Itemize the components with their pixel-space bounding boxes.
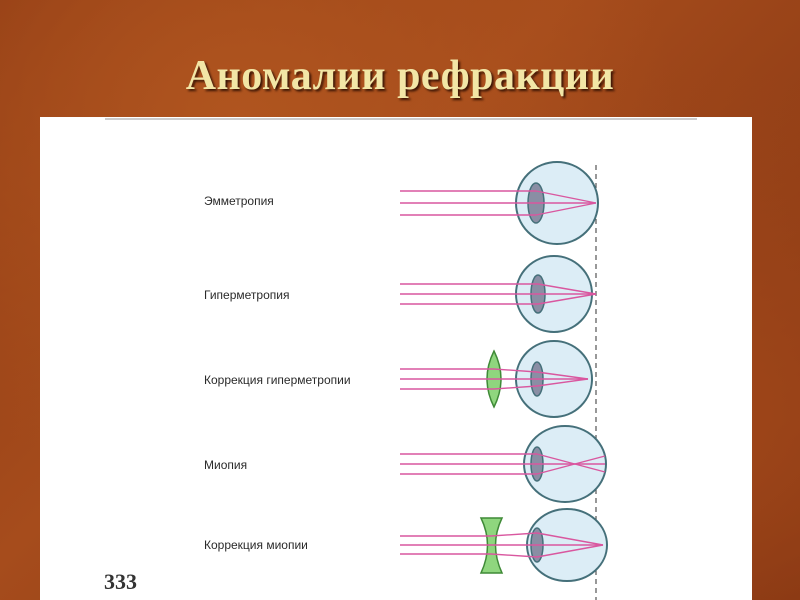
eye-emmetropia [400, 161, 599, 245]
slide-title: Аномалии рефракции [185, 53, 615, 99]
eye-hypermetropia-correction [400, 340, 593, 418]
light-rays [400, 190, 597, 216]
page-number: 333 [104, 569, 137, 594]
refraction-figure: Эмметропия Гиперметропия Коррекция гипер… [40, 117, 752, 600]
label-emmetropia: Эмметропия [204, 194, 274, 208]
eye-myopia [400, 425, 607, 503]
eye-myopia-correction [400, 508, 608, 582]
label-myopia-correction: Коррекция миопии [204, 538, 308, 552]
light-rays [400, 532, 604, 558]
refraction-diagram [105, 118, 697, 600]
label-myopia: Миопия [204, 458, 248, 472]
light-rays [400, 368, 589, 390]
light-rays [400, 453, 606, 475]
eye-hypermetropia [400, 255, 597, 333]
light-rays [400, 283, 597, 305]
label-hypermetropia: Гиперметропия [204, 288, 290, 302]
label-hypermetropia-correction: Коррекция гиперметропии [204, 373, 351, 387]
